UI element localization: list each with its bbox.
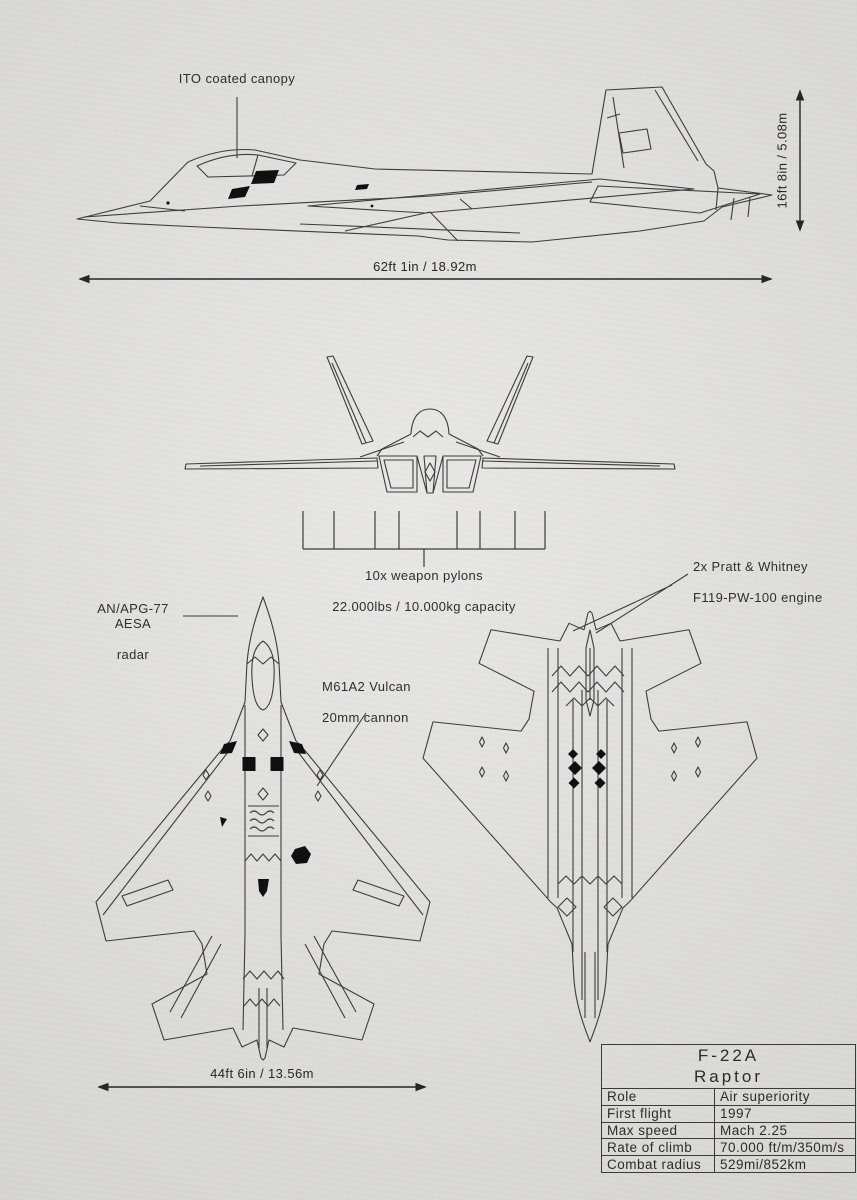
- spec-row-rate-of-climb: Rate of climb 70.000 ft/m/350m/s: [602, 1138, 855, 1156]
- spec-value: Air superiority: [720, 1089, 811, 1105]
- dimension-lines: [78, 89, 805, 1092]
- dimension-wingspan-label: 44ft 6in / 13.56m: [210, 1066, 314, 1081]
- spec-value: 70.000 ft/m/350m/s: [720, 1139, 845, 1155]
- spec-row-max-speed: Max speed Mach 2.25: [602, 1121, 855, 1139]
- annotation-pylons-line2: 22.000lbs / 10.000kg capacity: [332, 598, 516, 614]
- spec-table-header: F-22A Raptor: [602, 1045, 855, 1088]
- spec-row-combat-radius: Combat radius 529mi/852km: [602, 1155, 855, 1172]
- spec-label: First flight: [602, 1105, 715, 1122]
- pylon-bracket: [302, 511, 546, 567]
- spec-label: Rate of climb: [602, 1139, 715, 1156]
- spec-value: 1997: [720, 1106, 753, 1122]
- spec-label: Role: [602, 1089, 715, 1105]
- annotation-cannon: M61A2 Vulcan 20mm cannon: [322, 679, 442, 725]
- bottom-view: [422, 610, 758, 1043]
- top-view-black-accents: [220, 741, 311, 897]
- aircraft-name: Raptor: [693, 1066, 764, 1086]
- annotation-engine: 2x Pratt & Whitney F119-PW-100 engine: [693, 559, 823, 605]
- annotation-engine-line1: 2x Pratt & Whitney: [693, 559, 808, 574]
- annotation-cannon-line2: 20mm cannon: [322, 709, 409, 725]
- spec-row-first-flight: First flight 1997: [602, 1104, 855, 1122]
- bottom-view-hardpoint-diamonds: [568, 749, 606, 789]
- leader-lines: [183, 97, 689, 787]
- side-view-black-accents: [166, 170, 374, 208]
- spec-row-role: Role Air superiority: [602, 1088, 855, 1105]
- spec-value: Mach 2.25: [720, 1122, 788, 1138]
- side-view: [76, 86, 773, 243]
- dimension-length-label: 62ft 1in / 18.92m: [373, 259, 477, 274]
- top-view: [95, 596, 431, 1061]
- spec-table: F-22A Raptor Role Air superiority First …: [601, 1044, 856, 1173]
- annotation-radar: AN/APG-77 AESA radar: [78, 601, 188, 662]
- annotation-engine-line2: F119-PW-100 engine: [693, 589, 823, 605]
- annotation-pylons-line1: 10x weapon pylons: [364, 568, 484, 583]
- annotation-canopy: ITO coated canopy: [178, 71, 296, 86]
- front-view: [184, 355, 676, 494]
- annotation-radar-line1: AN/APG-77 AESA: [97, 601, 169, 632]
- annotation-cannon-line1: M61A2 Vulcan: [322, 679, 411, 694]
- aircraft-designation: F-22A: [697, 1046, 760, 1066]
- spec-value: 529mi/852km: [720, 1156, 807, 1172]
- spec-label: Combat radius: [602, 1156, 715, 1172]
- annotation-pylons: 10x weapon pylons 22.000lbs / 10.000kg c…: [294, 568, 554, 614]
- spec-label: Max speed: [602, 1122, 715, 1139]
- dimension-height-label: 16ft 8in / 5.08m: [774, 112, 790, 209]
- annotation-radar-line2: radar: [116, 646, 150, 662]
